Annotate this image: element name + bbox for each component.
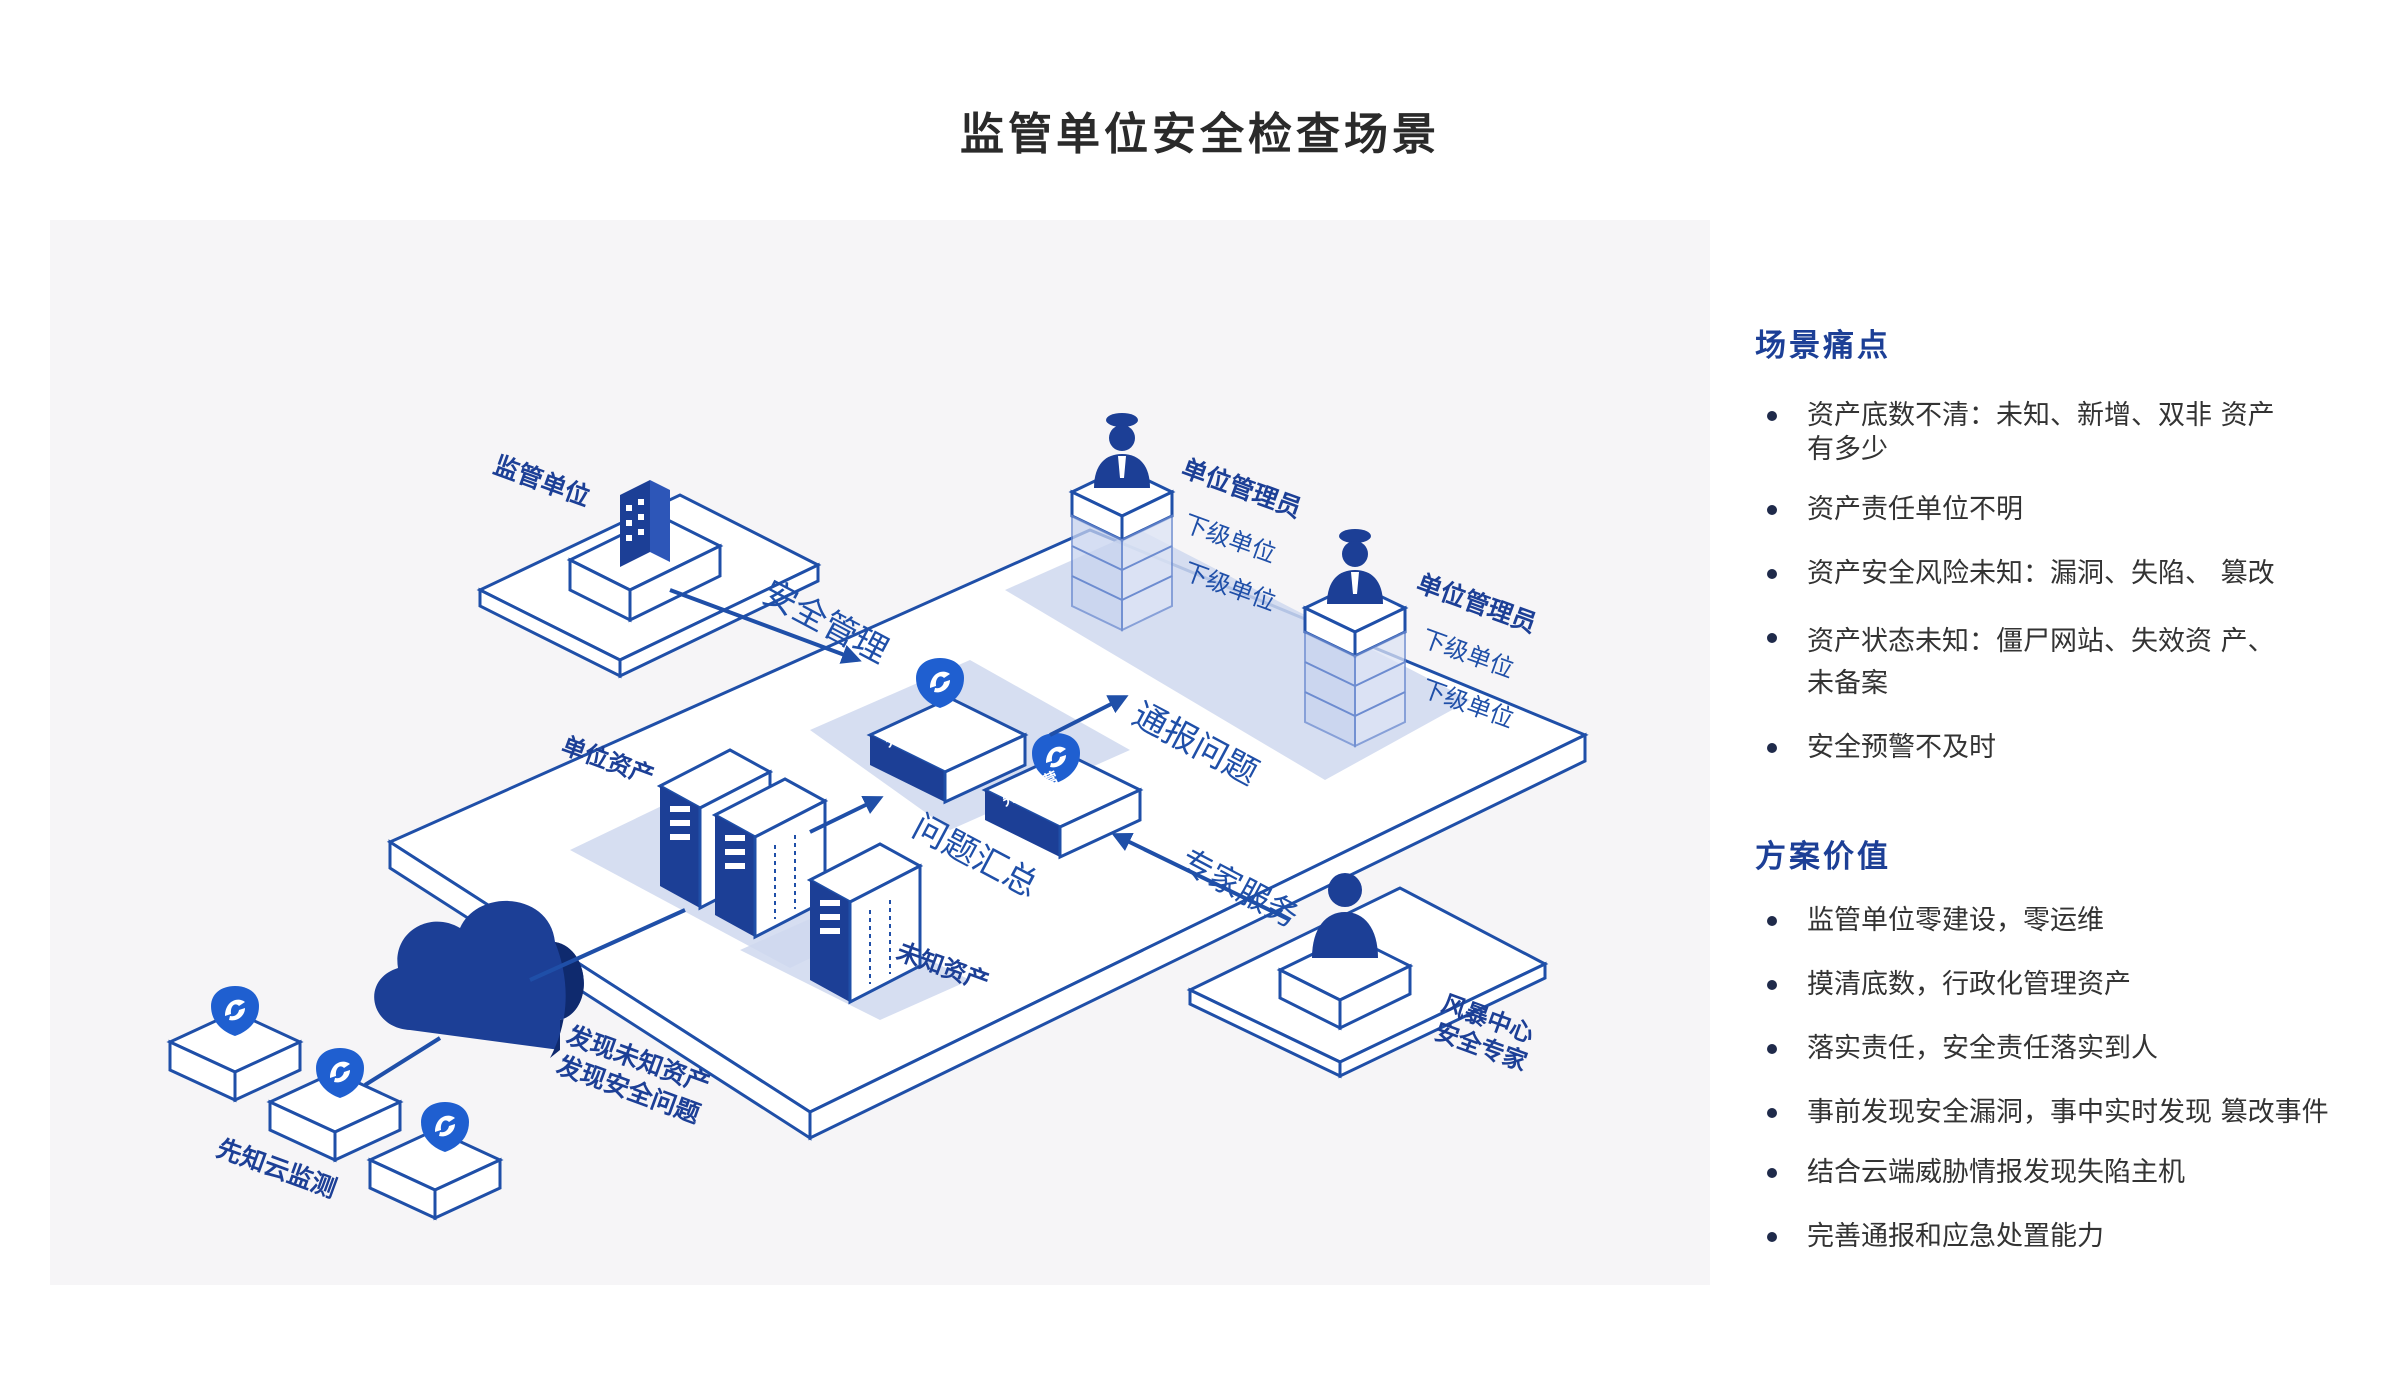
list-item-text: 落实责任，安全责任落实到人: [1807, 1033, 2158, 1064]
list-item-text: 有多少: [1807, 434, 1888, 465]
list-item: 安全预警不及时: [1755, 731, 2375, 765]
pain-points-list: 资产底数不清：未知、新增、双非 资产 有多少 资产责任单位不明 资产安全风险未知…: [1755, 399, 2375, 765]
list-item: 资产状态未知：僵尸网站、失效资 产、 未备案: [1755, 621, 2375, 705]
bullet-dot-icon: [1767, 980, 1777, 990]
security-mgmt-arrow: [669, 588, 862, 664]
issue-summary-arrow: [809, 795, 884, 834]
report-issues-arrow: [1049, 695, 1129, 737]
list-item-text: 安全预警不及时: [1807, 732, 1996, 763]
bullet-dot-icon: [1767, 633, 1777, 643]
bullet-dot-icon: [1767, 411, 1777, 421]
list-item-text: 未备案: [1807, 668, 1888, 699]
pain-points-title: 场景痛点: [1755, 328, 1891, 364]
office-building-icon: [620, 480, 650, 567]
regulator-label: 监管单位: [490, 450, 594, 511]
list-item: 监管单位零建设，零运维: [1755, 904, 2375, 938]
list-item-text: 摸清底数，行政化管理资产: [1807, 969, 2131, 1000]
expert-person-icon: [1312, 873, 1378, 958]
storm-center-platform: [1186, 873, 1549, 1079]
bullet-dot-icon: [1767, 743, 1777, 753]
solution-value-title: 方案价值: [1755, 839, 1891, 875]
list-item: 资产安全风险未知：漏洞、失陷、 篡改: [1755, 557, 2375, 591]
monitor-box-3: [366, 1102, 504, 1221]
side-panel: 场景痛点 资产底数不清：未知、新增、双非 资产 有多少 资产责任单位不明 资产安…: [1755, 320, 2375, 1254]
monitor-box-2: [266, 1048, 404, 1163]
list-item: 资产底数不清：未知、新增、双非 资产 有多少: [1755, 399, 2375, 467]
expert-service-arrow: [1111, 832, 1291, 922]
admin-person-icon: [1094, 413, 1150, 488]
list-item-text: 监管单位零建设，零运维: [1807, 905, 2104, 936]
bullet-dot-icon: [1767, 1108, 1777, 1118]
list-item: 完善通报和应急处置能力: [1755, 1220, 2375, 1254]
list-item-text: 完善通报和应急处置能力: [1807, 1221, 2104, 1252]
admin-stack-2: [1301, 529, 1409, 748]
bullet-dot-icon: [1767, 569, 1777, 579]
scenario-diagram: 监管单位 单位管理员 单位管理员 下级单位 下级单位 下级单位 下级单位 安全管…: [50, 220, 1710, 1285]
list-item: 事前发现安全漏洞，事中实时发现 篡改事件: [1755, 1096, 2375, 1130]
bullet-dot-icon: [1767, 505, 1777, 515]
list-item-text: 事前发现安全漏洞，事中实时发现 篡改事件: [1807, 1097, 2329, 1128]
regulator-platform: [476, 480, 822, 679]
ops-box-1: [866, 658, 1029, 805]
monitor-cloud-link: [363, 1036, 442, 1087]
monitor-box-1: [166, 986, 304, 1103]
cloud-assets-link: [529, 908, 686, 982]
bullet-dot-icon: [1767, 1232, 1777, 1242]
page-title: 监管单位安全检查场景: [960, 109, 1440, 160]
cloud-icon: [374, 900, 584, 1058]
ops-box-2: [981, 733, 1144, 860]
list-item: 资产责任单位不明: [1755, 493, 2375, 527]
solution-value-list: 监管单位零建设，零运维 摸清底数，行政化管理资产 落实责任，安全责任落实到人 事…: [1755, 904, 2375, 1254]
list-item-text: 结合云端威胁情报发现失陷主机: [1807, 1157, 2185, 1188]
list-item-text: 资产安全风险未知：漏洞、失陷、 篡改: [1807, 558, 2275, 589]
list-item: 摸清底数，行政化管理资产: [1755, 968, 2375, 1002]
list-item-text: 资产状态未知：僵尸网站、失效资 产、: [1807, 626, 2275, 657]
bullet-dot-icon: [1767, 1168, 1777, 1178]
admin-person-icon: [1327, 529, 1383, 604]
bullet-dot-icon: [1767, 916, 1777, 926]
list-item-text: 资产底数不清：未知、新增、双非 资产: [1807, 400, 2275, 431]
list-item-text: 资产责任单位不明: [1807, 494, 2023, 525]
list-item: 落实责任，安全责任落实到人: [1755, 1032, 2375, 1066]
admin-stack-1: [1068, 413, 1176, 632]
bullet-dot-icon: [1767, 1044, 1777, 1054]
list-item: 结合云端威胁情报发现失陷主机: [1755, 1156, 2375, 1190]
